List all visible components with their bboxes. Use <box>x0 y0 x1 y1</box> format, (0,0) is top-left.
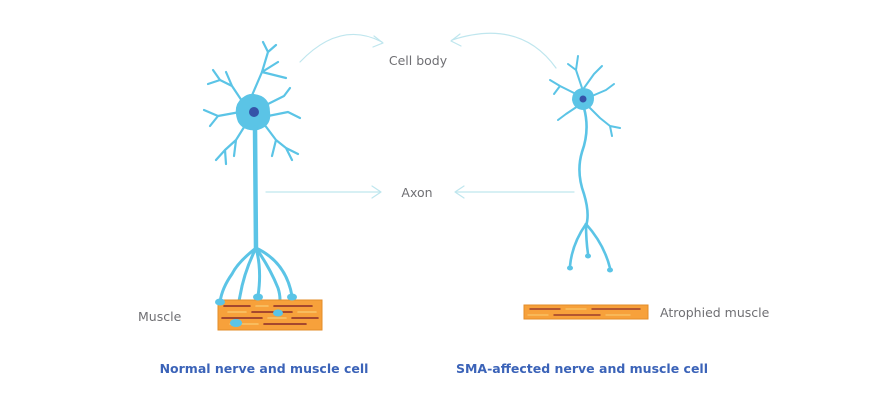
axon-arrow-left <box>265 185 382 199</box>
normal-terminal-bulbs <box>215 293 297 327</box>
sma-axon-terminals <box>568 222 612 270</box>
normal-dendrites <box>202 40 302 166</box>
axon-label: Axon <box>401 185 432 200</box>
sma-neuron <box>549 55 621 273</box>
cell-body-arrow-right <box>450 32 557 69</box>
atrophied-muscle-label: Atrophied muscle <box>660 305 770 320</box>
atrophied-muscle <box>523 304 649 320</box>
sma-axon <box>578 106 589 228</box>
cell-body-arrow-left <box>299 33 384 63</box>
sma-caption: SMA-affected nerve and muscle cell <box>456 361 708 376</box>
normal-neuron <box>202 40 302 324</box>
axon-arrow-right <box>454 185 575 199</box>
sma-dendrites <box>549 55 621 137</box>
muscle-label: Muscle <box>138 309 182 324</box>
cell-body-label: Cell body <box>389 53 448 68</box>
sma-nucleus <box>579 95 587 103</box>
normal-caption: Normal nerve and muscle cell <box>160 361 369 376</box>
normal-nucleus <box>249 107 259 117</box>
normal-axon <box>252 125 259 253</box>
